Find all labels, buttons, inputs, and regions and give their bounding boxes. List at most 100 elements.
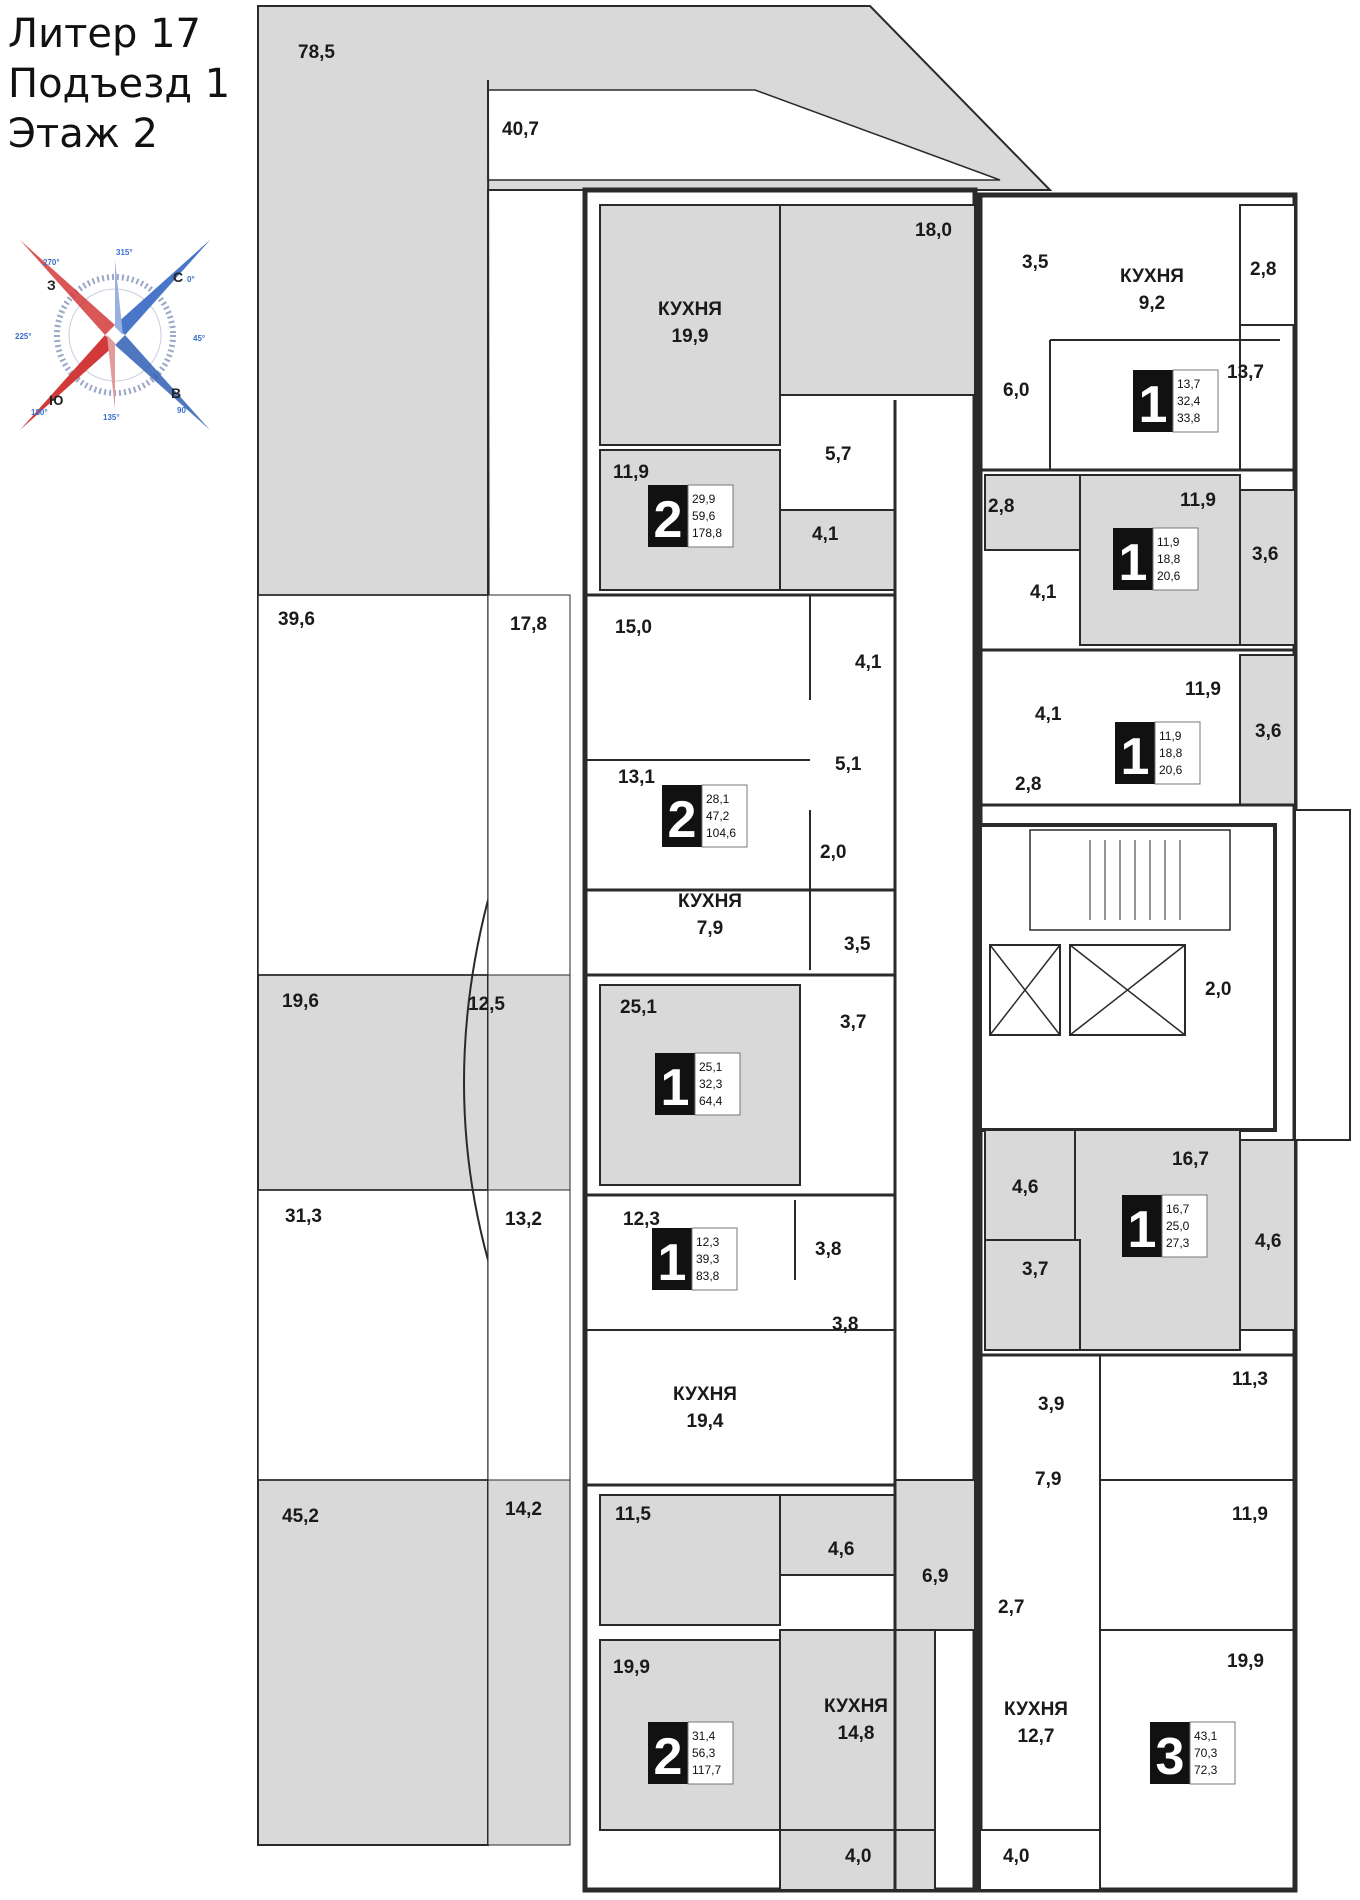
label-room-180: 18,0 xyxy=(915,220,952,241)
apartment-rooms: 1 xyxy=(1139,376,1168,434)
apartment-badge-3: 1 25,1 32,3 64,4 xyxy=(655,1052,741,1117)
apartment-area-c: 117,7 xyxy=(692,1763,721,1777)
label-room-137: 13,7 xyxy=(1227,362,1264,383)
apartment-area-c: 20,6 xyxy=(1157,569,1181,583)
label-room-113: 11,3 xyxy=(1232,1369,1268,1390)
apartment-rooms: 2 xyxy=(668,791,697,849)
compass-west-deg: 270° xyxy=(43,258,60,267)
apartment-area-b: 25,0 xyxy=(1166,1219,1190,1233)
apartment-area-c: 83,8 xyxy=(696,1269,720,1283)
label-room-46b: 4,6 xyxy=(1012,1177,1038,1198)
terrace-band-white-1 xyxy=(257,594,489,976)
apartment-area-b: 70,3 xyxy=(1194,1746,1218,1760)
compass-east-label: В xyxy=(171,385,181,401)
compass-needle-east xyxy=(115,335,210,430)
apartment-rooms: 1 xyxy=(1121,728,1150,786)
room-69 xyxy=(894,1479,976,1631)
apartment-area-c: 20,6 xyxy=(1159,763,1183,777)
apartment-area-b: 32,3 xyxy=(699,1077,723,1091)
label-room-131: 13,1 xyxy=(618,767,655,788)
kitchen-148-title: КУХНЯ xyxy=(824,1696,888,1717)
kitchen-148-area: 14,8 xyxy=(838,1723,875,1744)
apartment-area-a: 25,1 xyxy=(699,1060,723,1074)
apartment-badges: 2 29,9 59,6 178,8 2 28,1 47,2 104,6 1 25… xyxy=(648,369,1236,1786)
label-room-119d: 11,9 xyxy=(1232,1504,1268,1525)
compass-north-deg: 0° xyxy=(187,275,195,284)
label-room-123: 12,3 xyxy=(623,1209,660,1230)
apartment-rooms: 2 xyxy=(654,491,683,549)
apartment-area-b: 47,2 xyxy=(706,809,730,823)
compass-ne-deg: 45° xyxy=(193,334,205,343)
label-room-46c: 4,6 xyxy=(1255,1231,1281,1252)
apartment-area-c: 33,8 xyxy=(1177,411,1201,425)
apartment-badge-7: 1 11,9 18,8 20,6 xyxy=(1113,527,1199,592)
label-room-79b: 7,9 xyxy=(1035,1469,1061,1490)
apartment-area-a: 31,4 xyxy=(692,1729,716,1743)
label-room-38a: 3,8 xyxy=(815,1239,841,1260)
label-terrace-407: 40,7 xyxy=(502,119,539,140)
apartment-rooms: 1 xyxy=(661,1059,690,1117)
compass-south-deg: 180° xyxy=(31,408,48,417)
apartment-rooms: 3 xyxy=(1156,1728,1185,1786)
label-room-40b: 4,0 xyxy=(1003,1846,1029,1867)
kitchen-194-title: КУХНЯ xyxy=(673,1384,737,1405)
apartment-rooms: 1 xyxy=(1128,1201,1157,1259)
compass-west-label: З xyxy=(47,277,56,293)
label-room-119c: 11,9 xyxy=(1185,679,1221,700)
label-room-36b: 3,6 xyxy=(1255,721,1281,742)
label-room-115: 11,5 xyxy=(615,1504,651,1525)
compass-nw-deg: 315° xyxy=(116,248,133,257)
kitchen-labels: КУХНЯ 19,9 КУХНЯ 7,9 КУХНЯ 19,4 КУХНЯ 14… xyxy=(658,266,1184,1747)
room-115 xyxy=(599,1494,781,1626)
room-bath-37b xyxy=(984,1239,1081,1351)
apartment-area-a: 12,3 xyxy=(696,1235,720,1249)
label-room-199b: 19,9 xyxy=(1227,1651,1264,1672)
staircase xyxy=(1029,829,1231,931)
kitchen-199-area: 19,9 xyxy=(672,326,709,347)
kitchen-79-title: КУХНЯ xyxy=(678,891,742,912)
label-terrace-313: 31,3 xyxy=(285,1206,322,1227)
room-180 xyxy=(779,204,976,396)
apartment-area-b: 39,3 xyxy=(696,1252,720,1266)
room-40a xyxy=(779,1829,936,1891)
label-terrace-196: 19,6 xyxy=(282,991,319,1012)
label-room-119b: 11,9 xyxy=(1180,490,1216,511)
terrace-curve xyxy=(463,899,489,1261)
balcony-stair xyxy=(1294,809,1351,1141)
label-room-46a: 4,6 xyxy=(828,1539,854,1560)
room-46c xyxy=(1239,1139,1296,1331)
header-floor: Этаж 2 xyxy=(8,111,158,157)
terrace-band-white-2 xyxy=(257,1189,489,1481)
label-room-51: 5,1 xyxy=(835,754,862,775)
label-room-35a: 3,5 xyxy=(844,934,871,955)
compass-sw-deg: 225° xyxy=(15,332,32,341)
label-room-38b: 3,8 xyxy=(832,1314,858,1335)
building-right-section xyxy=(977,192,1351,1893)
label-room-28a: 2,8 xyxy=(1250,259,1276,280)
label-terrace-125: 12,5 xyxy=(468,994,505,1015)
label-room-57: 5,7 xyxy=(825,444,851,465)
label-room-41b: 4,1 xyxy=(855,652,882,673)
apartment-area-a: 11,9 xyxy=(1159,729,1182,743)
room-bath-41a xyxy=(779,509,896,591)
room-kitchen-148 xyxy=(779,1629,936,1831)
label-room-41d: 4,1 xyxy=(1035,704,1062,725)
label-room-20b: 2,0 xyxy=(1205,979,1231,1000)
room-36b xyxy=(1239,654,1296,806)
label-room-69: 6,9 xyxy=(922,1566,948,1587)
compass-rose: С 0° З 270° В 90° Ю 180° 315° 45° 135° 2… xyxy=(15,240,210,430)
apartment-badge-6: 1 13,7 32,4 33,8 xyxy=(1133,369,1219,434)
label-terrace-132: 13,2 xyxy=(505,1209,542,1230)
apartment-area-b: 18,8 xyxy=(1159,746,1183,760)
apartment-area-a: 11,9 xyxy=(1157,535,1180,549)
label-room-27: 2,7 xyxy=(998,1597,1024,1618)
apartment-rooms: 2 xyxy=(654,1728,683,1786)
label-room-119a: 11,9 xyxy=(613,462,649,483)
apartment-badge-5: 2 31,4 56,3 117,7 xyxy=(648,1721,734,1786)
apartment-badge-10: 3 43,1 70,3 72,3 xyxy=(1150,1721,1236,1786)
label-room-35b: 3,5 xyxy=(1022,252,1049,273)
label-room-37a: 3,7 xyxy=(840,1012,866,1033)
compass-east-deg: 90° xyxy=(177,406,189,415)
